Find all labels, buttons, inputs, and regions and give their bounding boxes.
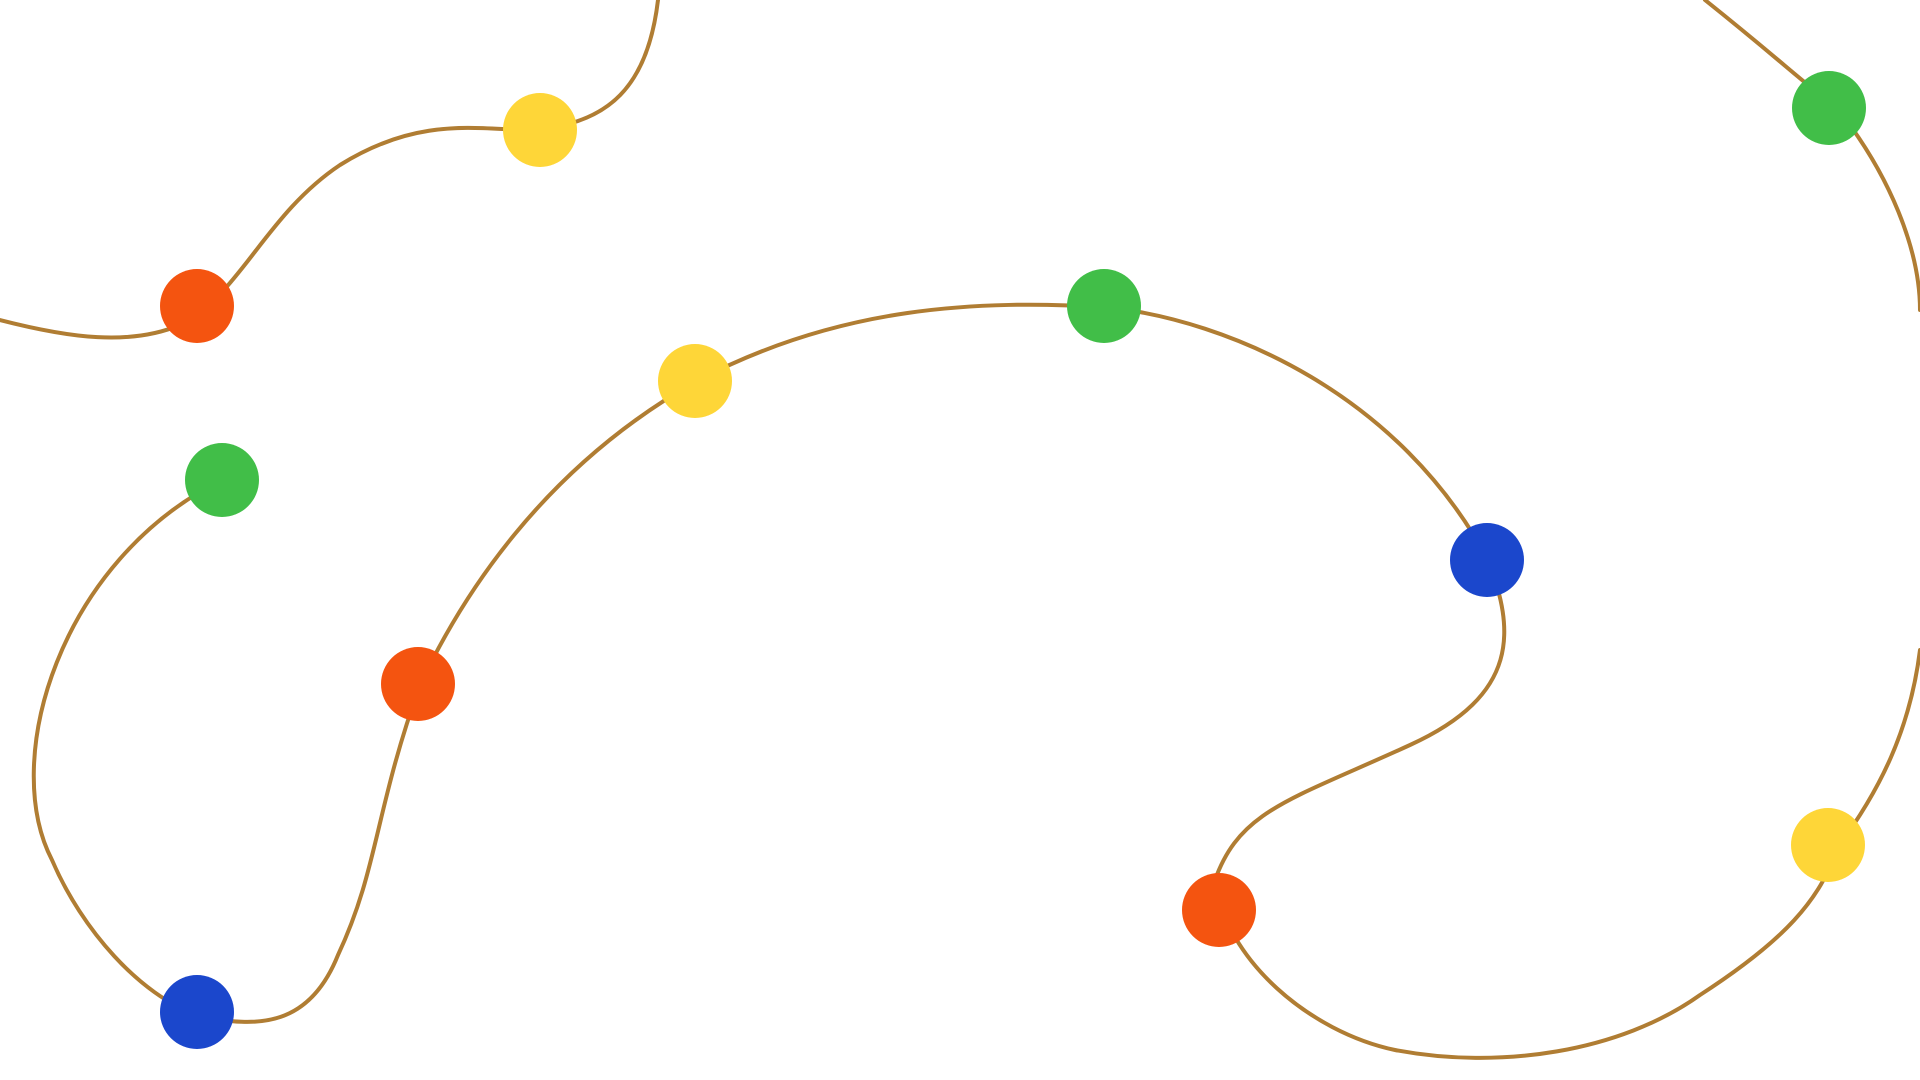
orange-bulb xyxy=(1182,873,1256,947)
bulbs xyxy=(160,71,1866,1049)
yellow-bulb xyxy=(658,344,732,418)
green-bulb xyxy=(1792,71,1866,145)
blue-bulb xyxy=(160,975,234,1049)
orange-bulb xyxy=(381,647,455,721)
yellow-bulb xyxy=(503,93,577,167)
orange-bulb xyxy=(160,269,234,343)
blue-bulb xyxy=(1450,523,1524,597)
green-bulb xyxy=(1067,269,1141,343)
wire-top-left xyxy=(0,0,660,340)
green-bulb xyxy=(185,443,259,517)
yellow-bulb xyxy=(1791,808,1865,882)
